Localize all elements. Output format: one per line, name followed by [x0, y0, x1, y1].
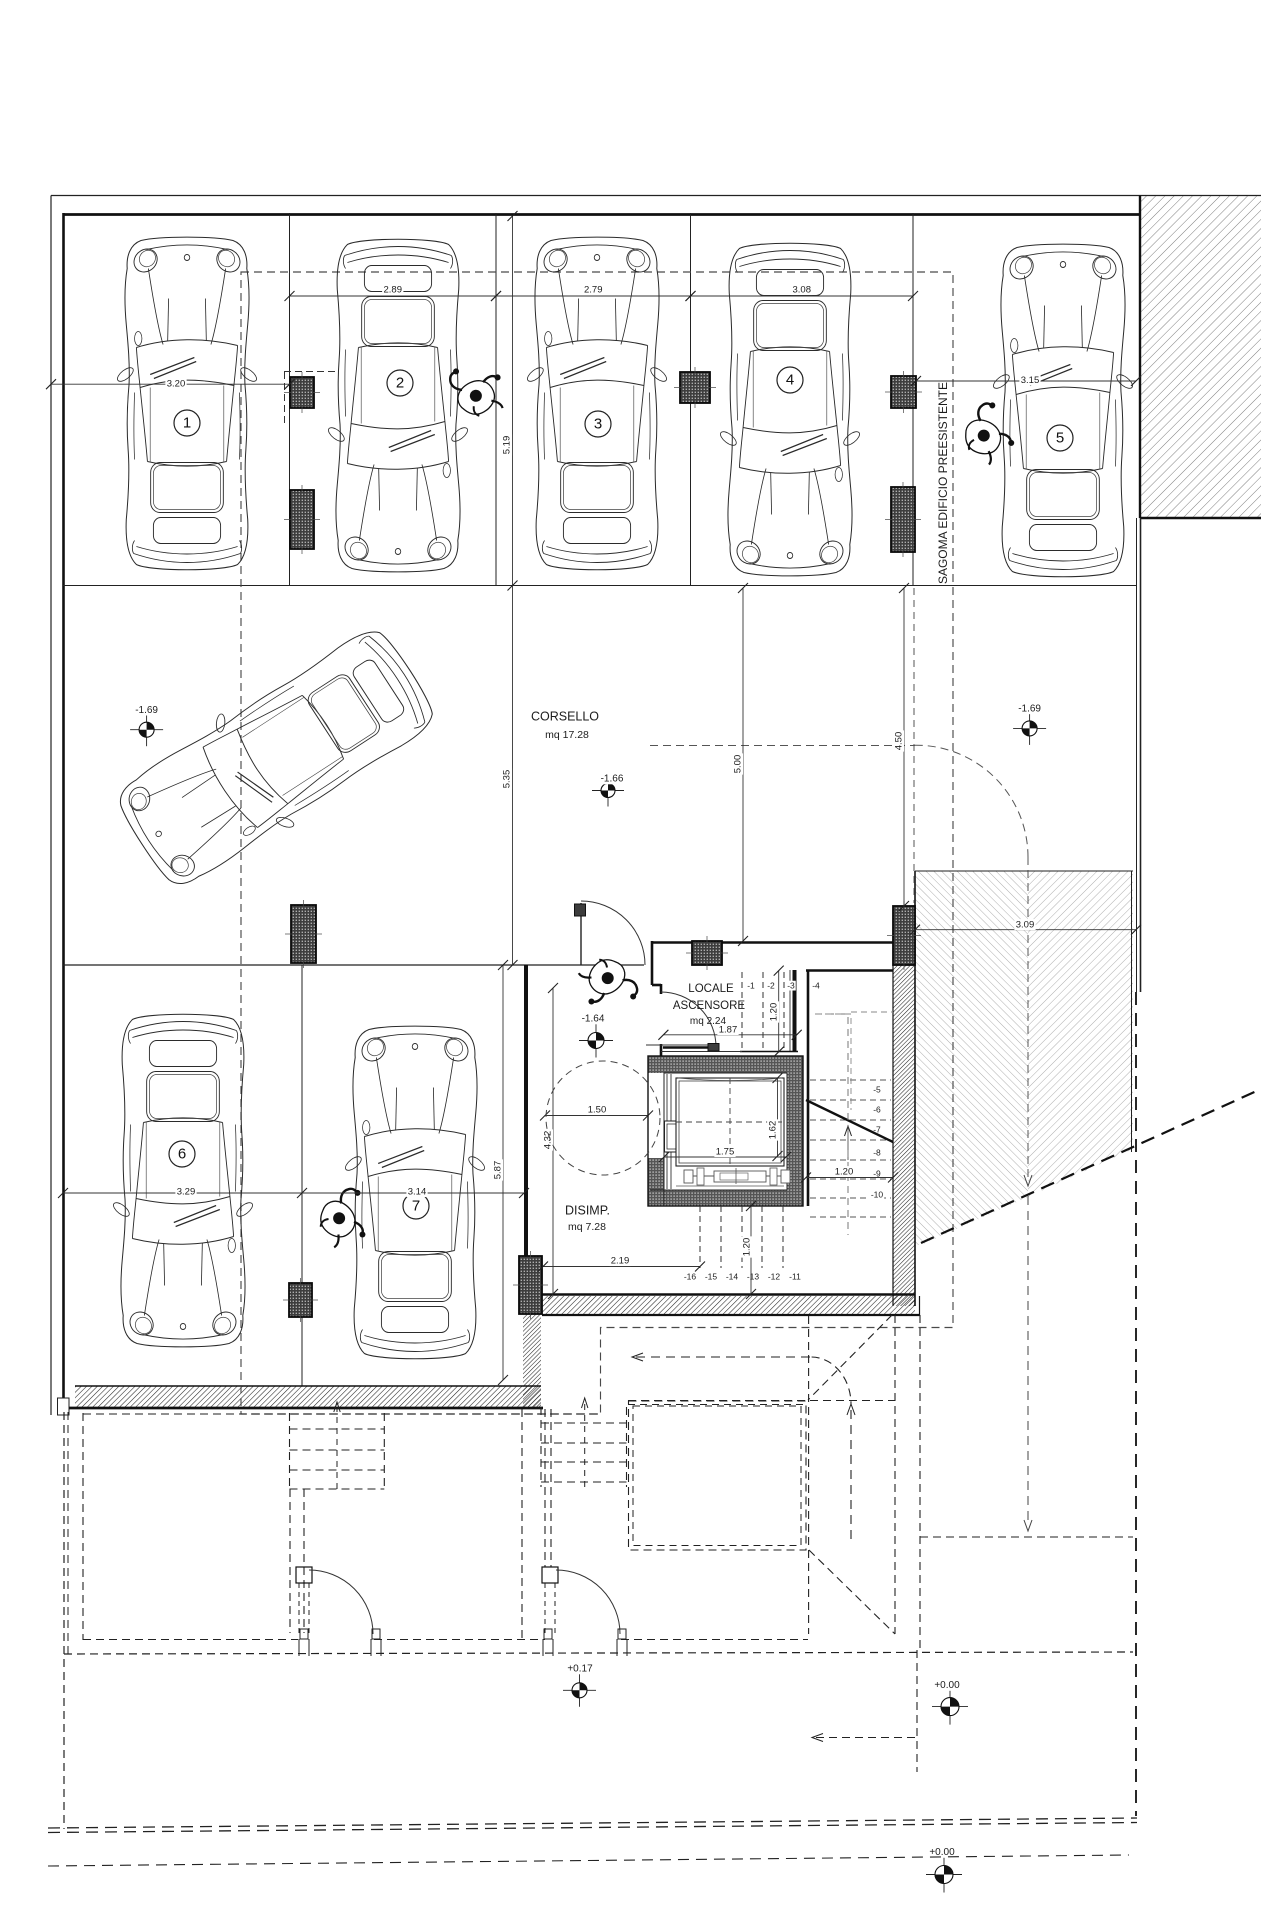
svg-text:CORSELLO: CORSELLO — [531, 709, 599, 723]
svg-text:3.20: 3.20 — [167, 379, 186, 390]
svg-text:3.09: 3.09 — [1016, 920, 1035, 931]
svg-text:+0.17: +0.17 — [567, 1664, 593, 1675]
svg-text:2: 2 — [396, 374, 404, 391]
svg-text:3.15: 3.15 — [1021, 375, 1040, 386]
svg-text:+0.00: +0.00 — [934, 1680, 960, 1691]
svg-text:-1.64: -1.64 — [582, 1014, 605, 1025]
svg-text:1.20: 1.20 — [835, 1167, 854, 1178]
svg-text:4.50: 4.50 — [894, 732, 905, 751]
svg-text:-16: -16 — [684, 1271, 697, 1281]
svg-text:SAGOMA EDIFICIO PREESISTENTE: SAGOMA EDIFICIO PREESISTENTE — [936, 382, 950, 584]
svg-text:2.89: 2.89 — [384, 285, 403, 296]
svg-text:5.00: 5.00 — [733, 755, 744, 774]
svg-text:-3: -3 — [787, 980, 795, 990]
svg-text:-12: -12 — [768, 1271, 781, 1281]
svg-text:2.79: 2.79 — [584, 285, 603, 296]
svg-text:1.50: 1.50 — [588, 1105, 607, 1116]
svg-text:ASCENSORE: ASCENSORE — [673, 1000, 746, 1012]
svg-text:6: 6 — [178, 1145, 186, 1162]
svg-text:-1.69: -1.69 — [135, 705, 158, 716]
svg-text:-1.69: -1.69 — [1018, 704, 1041, 715]
svg-text:+0.00: +0.00 — [929, 1847, 955, 1858]
svg-text:2.19: 2.19 — [611, 1256, 630, 1267]
svg-text:5: 5 — [1056, 429, 1064, 446]
svg-text:-8: -8 — [873, 1147, 881, 1157]
svg-text:1.20: 1.20 — [742, 1238, 753, 1257]
svg-text:5.87: 5.87 — [493, 1161, 504, 1180]
svg-text:7: 7 — [412, 1197, 420, 1214]
svg-text:1: 1 — [183, 414, 191, 431]
svg-text:1.62: 1.62 — [768, 1121, 779, 1140]
svg-text:3.14: 3.14 — [408, 1187, 427, 1198]
svg-text:1.87: 1.87 — [719, 1025, 738, 1036]
svg-text:3.08: 3.08 — [793, 285, 812, 296]
svg-text:4.32: 4.32 — [543, 1131, 554, 1150]
svg-text:-2: -2 — [767, 980, 775, 990]
svg-text:-14: -14 — [726, 1271, 739, 1281]
svg-text:mq 2.24: mq 2.24 — [690, 1016, 727, 1027]
svg-text:-5: -5 — [873, 1084, 881, 1094]
svg-text:mq 17.28: mq 17.28 — [545, 729, 589, 741]
svg-text:3.29: 3.29 — [177, 1187, 196, 1198]
svg-text:3: 3 — [594, 415, 602, 432]
svg-text:-1: -1 — [747, 980, 755, 990]
svg-text:-4: -4 — [812, 980, 820, 990]
svg-text:-9: -9 — [873, 1168, 881, 1178]
svg-text:-6: -6 — [873, 1104, 881, 1114]
svg-text:-7: -7 — [873, 1124, 881, 1134]
svg-text:LOCALE: LOCALE — [688, 983, 734, 995]
svg-text:-11: -11 — [789, 1271, 801, 1281]
svg-text:mq 7.28: mq 7.28 — [568, 1221, 606, 1233]
svg-text:DISIMP.: DISIMP. — [565, 1203, 610, 1217]
svg-text:-15: -15 — [705, 1271, 718, 1281]
svg-text:-13: -13 — [747, 1271, 760, 1281]
svg-text:1.20: 1.20 — [769, 1003, 780, 1022]
svg-text:5.35: 5.35 — [502, 770, 513, 789]
svg-text:5.19: 5.19 — [502, 436, 513, 455]
svg-text:-10: -10 — [871, 1189, 884, 1199]
svg-text:1.75: 1.75 — [716, 1147, 735, 1158]
svg-text:4: 4 — [786, 371, 794, 388]
svg-text:-1.66: -1.66 — [601, 774, 624, 785]
